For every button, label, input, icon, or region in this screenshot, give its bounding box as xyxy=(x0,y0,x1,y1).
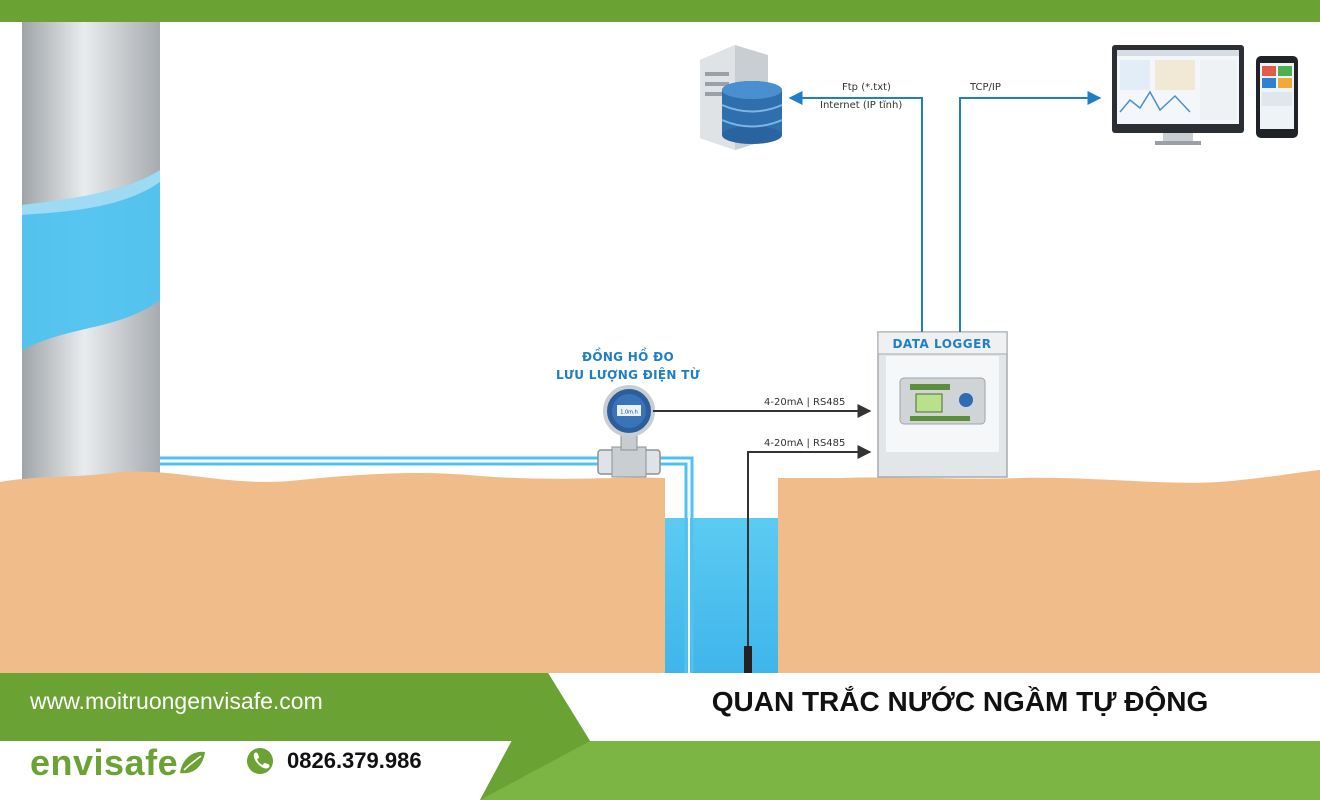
phone-call-icon xyxy=(247,748,273,774)
tcp-label: TCP/IP xyxy=(970,82,1001,93)
flow-meter-title-line1: ĐỒNG HỒ ĐO xyxy=(581,350,674,364)
leaf-icon xyxy=(180,751,205,774)
flow-meter-title: ĐỒNG HỒ ĐO LƯU LƯỢNG ĐIỆN TỪ xyxy=(548,348,708,384)
water-pipe xyxy=(160,456,694,673)
brand-logo: envisafe xyxy=(30,742,179,783)
internet-label: Internet (IP tĩnh) xyxy=(820,100,903,111)
ground-left xyxy=(0,471,665,673)
desktop-monitor-icon xyxy=(1112,45,1244,145)
server-database-icon xyxy=(700,45,783,150)
well-casing xyxy=(22,20,160,500)
phone-number[interactable]: 0826.379.986 xyxy=(287,748,422,773)
page-title: QUAN TRẮC NƯỚC NGẦM TỰ ĐỘNG xyxy=(711,686,1209,717)
smartphone-icon xyxy=(1256,56,1298,138)
footer-background xyxy=(0,673,1320,800)
data-logger xyxy=(877,331,1008,478)
signal-label-2: 4-20mA | RS485 xyxy=(764,438,846,449)
ftp-label: Ftp (*.txt) xyxy=(842,82,891,93)
flow-meter-display: 1.0m.h xyxy=(620,410,638,416)
groundwater-shaft xyxy=(665,518,778,673)
signal-label-1: 4-20mA | RS485 xyxy=(764,397,846,408)
tcp-line xyxy=(959,91,1102,332)
flow-meter xyxy=(597,385,661,478)
flow-meter-title-line2: LƯU LƯỢNG ĐIỆN TỪ xyxy=(555,368,701,382)
level-sensor-cable xyxy=(747,445,872,673)
ftp-line xyxy=(788,91,923,332)
top-bar xyxy=(0,0,1320,22)
ground-right xyxy=(778,470,1320,673)
website-link[interactable]: www.moitruongenvisafe.com xyxy=(30,688,323,714)
data-logger-title: DATA LOGGER xyxy=(892,337,991,351)
level-sensor-probe xyxy=(744,646,752,673)
